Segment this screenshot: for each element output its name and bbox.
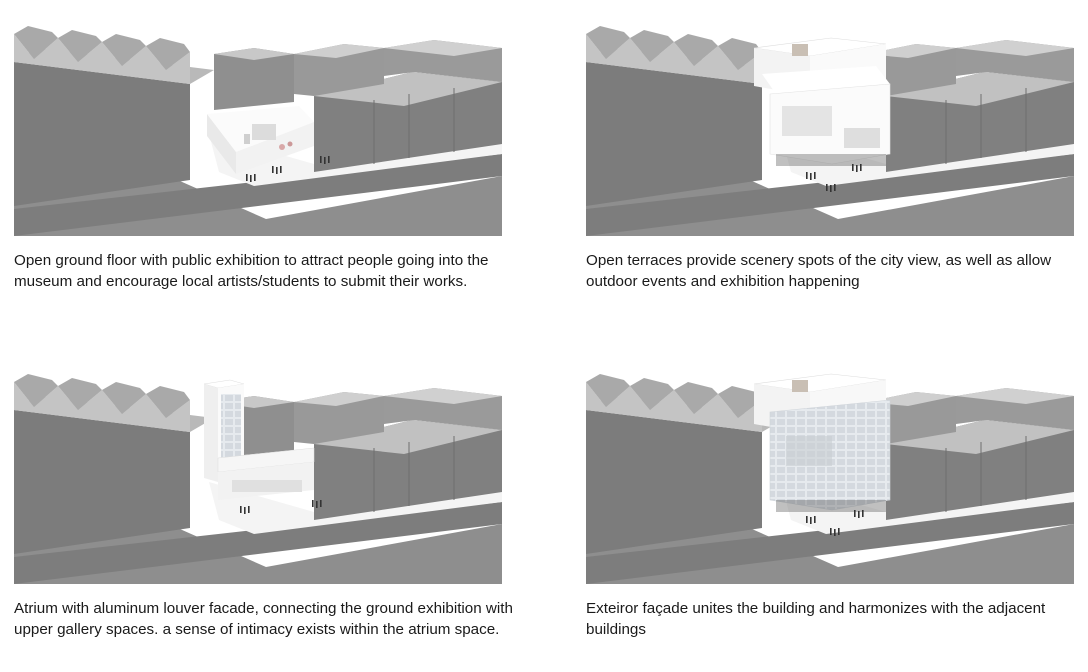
caption-atrium: Atrium with aluminum louver facade, conn… [14, 600, 513, 638]
diagram-panel-facade: Exteiror façade unites the building and … [586, 362, 1074, 638]
diagram-panel-terraces: Open terraces provide scenery spots of t… [586, 14, 1074, 290]
ground-floor-diagram [14, 25, 502, 236]
atrium-diagram [14, 373, 502, 584]
terraces-diagram [586, 25, 1074, 236]
caption-terraces: Open terraces provide scenery spots of t… [586, 252, 1052, 290]
caption-facade: Exteiror façade unites the building and … [586, 600, 1046, 638]
caption-ground-floor: Open ground floor with public exhibition… [14, 252, 489, 290]
facade-diagram [586, 373, 1074, 584]
diagram-panel-ground-floor: Open ground floor with public exhibition… [14, 14, 502, 290]
atrium-tower [203, 379, 315, 500]
louver-facade-volume [753, 373, 891, 512]
diagram-panel-atrium: Atrium with aluminum louver facade, conn… [14, 362, 513, 638]
ground-floor-exhibition-box [207, 106, 314, 174]
museum-volume [753, 37, 891, 166]
